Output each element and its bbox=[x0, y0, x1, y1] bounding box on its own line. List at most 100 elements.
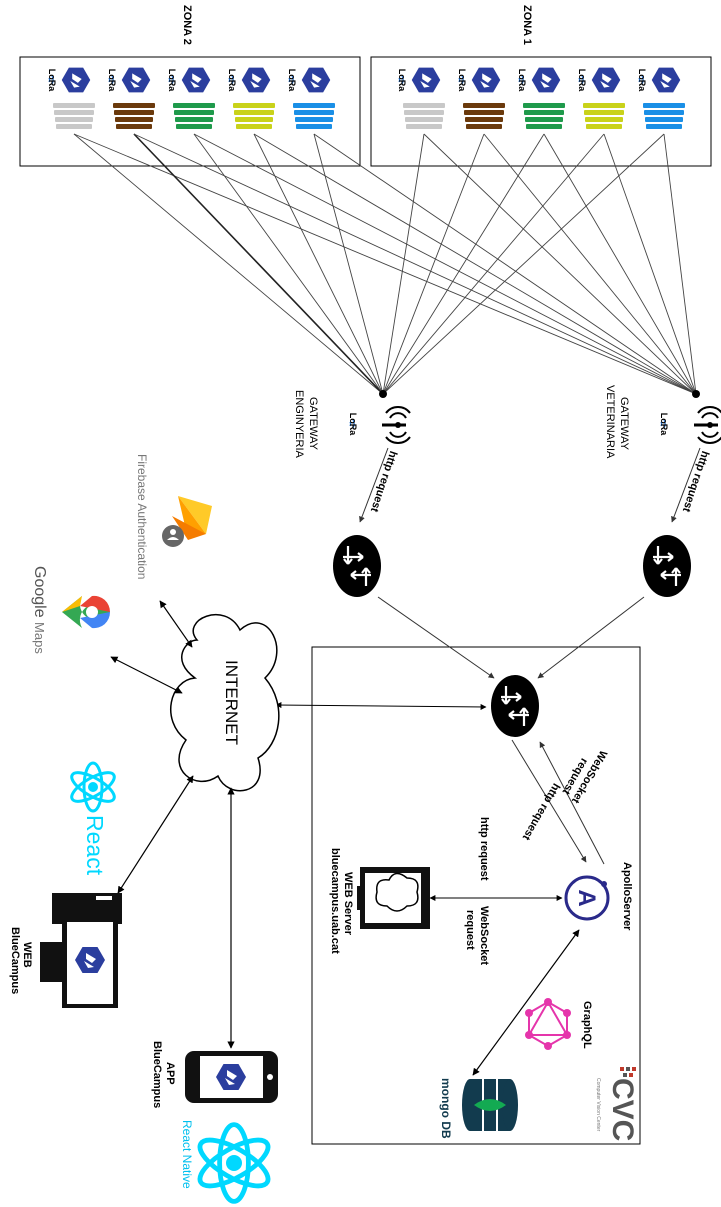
bluecampus-logo-icon bbox=[471, 67, 501, 93]
sensor-icon bbox=[113, 103, 155, 129]
router2-central-arrow bbox=[537, 596, 645, 679]
apollo-server-icon: A bbox=[564, 875, 610, 921]
lora-label: LoRa bbox=[397, 69, 407, 92]
react-native-label: React Native bbox=[180, 1120, 194, 1189]
gateway-veterinaria-label-2: VETERINARIA bbox=[604, 385, 616, 459]
web-client-label-1: WEB bbox=[21, 942, 33, 968]
sensor-gateway-line bbox=[73, 133, 697, 395]
router-veterinaria bbox=[641, 533, 693, 599]
lora-badge-icon: LoRa bbox=[107, 69, 117, 92]
sensor-gateway-line bbox=[663, 133, 697, 395]
bluecampus-logo-icon bbox=[61, 67, 91, 93]
sensor-gateway-line bbox=[193, 133, 384, 395]
google-label: Google bbox=[31, 566, 48, 618]
apollo-router-ws bbox=[539, 741, 605, 865]
sensor-icon bbox=[583, 103, 625, 129]
svg-text:A: A bbox=[573, 889, 600, 906]
sensor-gateway-line bbox=[253, 133, 697, 395]
sensor-gateway-line bbox=[382, 133, 605, 395]
lora-badge-icon: LoRa bbox=[227, 69, 237, 92]
gateway-enginyeria-label-2: ENGINYERIA bbox=[293, 390, 305, 458]
lora-badge-icon: LoRa bbox=[457, 69, 467, 92]
maps-label: Maps bbox=[32, 622, 47, 654]
gw1-router-arrow bbox=[359, 447, 389, 523]
sensor-gateway-line bbox=[382, 133, 425, 395]
react-label: React bbox=[82, 815, 108, 876]
gateway-lora-badges: LoRa LoRa bbox=[348, 413, 669, 436]
lora-badge-icon: LoRa bbox=[577, 69, 587, 92]
app-client-label-2: BlueCampus bbox=[151, 1041, 163, 1109]
lora-label: LoRa bbox=[577, 69, 587, 92]
zone-2-label: ZONA 2 bbox=[181, 5, 193, 45]
router-central bbox=[489, 673, 541, 739]
web-client-computer bbox=[40, 893, 122, 1008]
sensor-gateway-line bbox=[73, 133, 384, 395]
google-maps-icon bbox=[62, 595, 111, 629]
app-client-label-1: APP bbox=[164, 1062, 176, 1085]
gw2-router-arrow bbox=[671, 447, 701, 523]
web-server-label-2: bluecampus.uab.cat bbox=[329, 848, 341, 954]
bluecampus-logo-icon bbox=[181, 67, 211, 93]
lora-badge-icon: LoRa bbox=[517, 69, 527, 92]
gateway-enginyeria bbox=[379, 390, 412, 445]
sensor-gateway-line bbox=[133, 133, 697, 395]
lora-label: LoRa bbox=[107, 69, 117, 92]
lora-label: LoRa bbox=[457, 69, 467, 92]
sensor-icon bbox=[53, 103, 95, 129]
sensor-gateway-line bbox=[603, 133, 697, 395]
zone-sensors: LoRa LoRa LoRa LoRa LoRa LoRa LoRa LoRa LoRa LoRa bbox=[47, 67, 685, 129]
bluecampus-logo-icon bbox=[531, 67, 561, 93]
apollo-web-request-1: WebSocket bbox=[478, 906, 490, 966]
react-icon bbox=[66, 761, 120, 813]
internet-firebase-link bbox=[159, 600, 193, 648]
apollo-mongo-link bbox=[472, 929, 580, 1076]
sensor-icon bbox=[643, 103, 685, 129]
internet-label: INTERNET bbox=[222, 660, 241, 745]
sensor-gateway-line bbox=[382, 133, 665, 395]
lora-label: LoRa bbox=[167, 69, 177, 92]
web-server-icon bbox=[357, 867, 430, 929]
lora-badge-icon: LoRa bbox=[47, 69, 57, 92]
lora-label: LoRa bbox=[659, 413, 669, 436]
internet-maps-link bbox=[110, 656, 183, 694]
lora-label: LoRa bbox=[517, 69, 527, 92]
mongodb-icon bbox=[462, 1079, 518, 1131]
react-native-icon bbox=[194, 1125, 275, 1202]
apollo-label: ApolloServer bbox=[621, 862, 633, 931]
cvc-label: CVC bbox=[606, 1078, 639, 1142]
sensor-gateway-line bbox=[382, 133, 485, 395]
app-client-phone bbox=[185, 1051, 278, 1103]
bluecampus-logo-icon bbox=[301, 67, 331, 93]
sensor-icon bbox=[173, 103, 215, 129]
sensor-gateway-line bbox=[253, 133, 384, 395]
zone-2-box bbox=[19, 56, 361, 167]
sensor-icon bbox=[403, 103, 445, 129]
lora-badge-icon: LoRa bbox=[637, 69, 647, 92]
cvc-logo bbox=[620, 1067, 636, 1077]
gateway-lora-icon: LoRa bbox=[348, 413, 358, 436]
sensor-icon bbox=[523, 103, 565, 129]
firebase-icon bbox=[162, 496, 212, 547]
sensor-gateway-line bbox=[193, 133, 697, 395]
server-box bbox=[311, 646, 641, 1145]
web-apollo-request: http request bbox=[478, 817, 490, 881]
gateway-enginyeria-label-1: GATEWAY bbox=[307, 397, 319, 450]
lora-label: LoRa bbox=[287, 69, 297, 92]
internet-web-link bbox=[117, 775, 194, 894]
sensor-icon bbox=[293, 103, 335, 129]
mongodb-label: mongo DB bbox=[439, 1078, 453, 1139]
gateway-lora-icon: LoRa bbox=[659, 413, 669, 436]
cvc-sub-label: Computer Vision Center bbox=[595, 1078, 601, 1132]
lora-label: LoRa bbox=[47, 69, 57, 92]
lora-badge-icon: LoRa bbox=[287, 69, 297, 92]
zone-1-label: ZONA 1 bbox=[521, 5, 533, 45]
router-apollo-http bbox=[511, 739, 587, 863]
lora-badge-icon: LoRa bbox=[167, 69, 177, 92]
router-enginyeria bbox=[331, 533, 383, 599]
sensor-gateway-line bbox=[543, 133, 697, 395]
sensor-gateway-line bbox=[313, 133, 697, 395]
zone-1-box bbox=[370, 56, 712, 167]
bluecampus-logo-icon bbox=[411, 67, 441, 93]
graphql-icon bbox=[525, 998, 571, 1050]
